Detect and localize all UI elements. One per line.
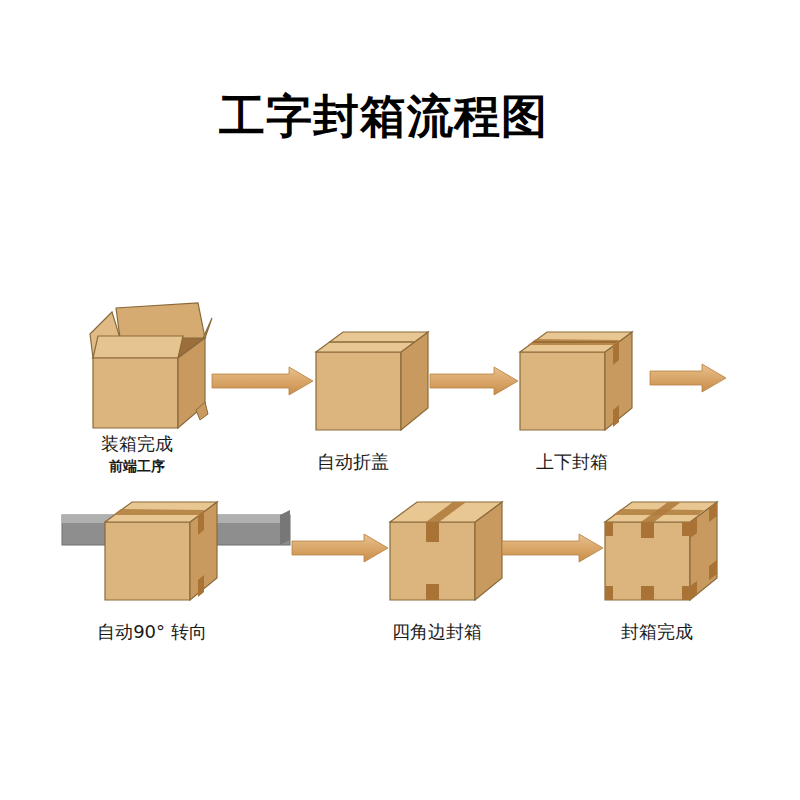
flow-arrow bbox=[212, 367, 313, 395]
flow-arrow bbox=[430, 367, 518, 395]
process-step: 封箱完成 bbox=[603, 498, 718, 644]
image-area bbox=[388, 498, 502, 620]
flow-arrow bbox=[502, 534, 603, 562]
step-caption: 四角边封箱 bbox=[380, 620, 494, 644]
image-area bbox=[86, 300, 212, 432]
conveyor-turn bbox=[62, 502, 290, 600]
process-step: 装箱完成前端工序 bbox=[86, 300, 212, 476]
step-note: 前端工序 bbox=[74, 456, 200, 476]
flow-arrow bbox=[292, 534, 388, 562]
process-step: 四角边封箱 bbox=[388, 498, 502, 644]
open-box bbox=[90, 303, 212, 428]
process-step: 自动90° 转向 bbox=[60, 498, 292, 644]
step-caption: 上下封箱 bbox=[513, 450, 631, 474]
step-caption: 自动折盖 bbox=[294, 450, 411, 474]
step-caption: 自动90° 转向 bbox=[36, 620, 268, 644]
step-caption: 装箱完成 bbox=[74, 432, 200, 456]
process-step: 上下封箱 bbox=[518, 328, 636, 474]
process-step: 自动折盖 bbox=[313, 328, 430, 474]
edge-taped-box bbox=[390, 502, 502, 600]
sealed-box bbox=[605, 502, 717, 600]
folded-box bbox=[316, 332, 428, 430]
image-area bbox=[60, 498, 292, 620]
taped-box bbox=[520, 332, 632, 430]
image-area bbox=[603, 498, 718, 620]
image-area bbox=[518, 328, 636, 450]
diagram-title: 工字封箱流程图 bbox=[0, 86, 766, 148]
row-continue-arrow bbox=[650, 364, 726, 392]
image-area bbox=[313, 328, 430, 450]
step-caption: 封箱完成 bbox=[599, 620, 714, 644]
